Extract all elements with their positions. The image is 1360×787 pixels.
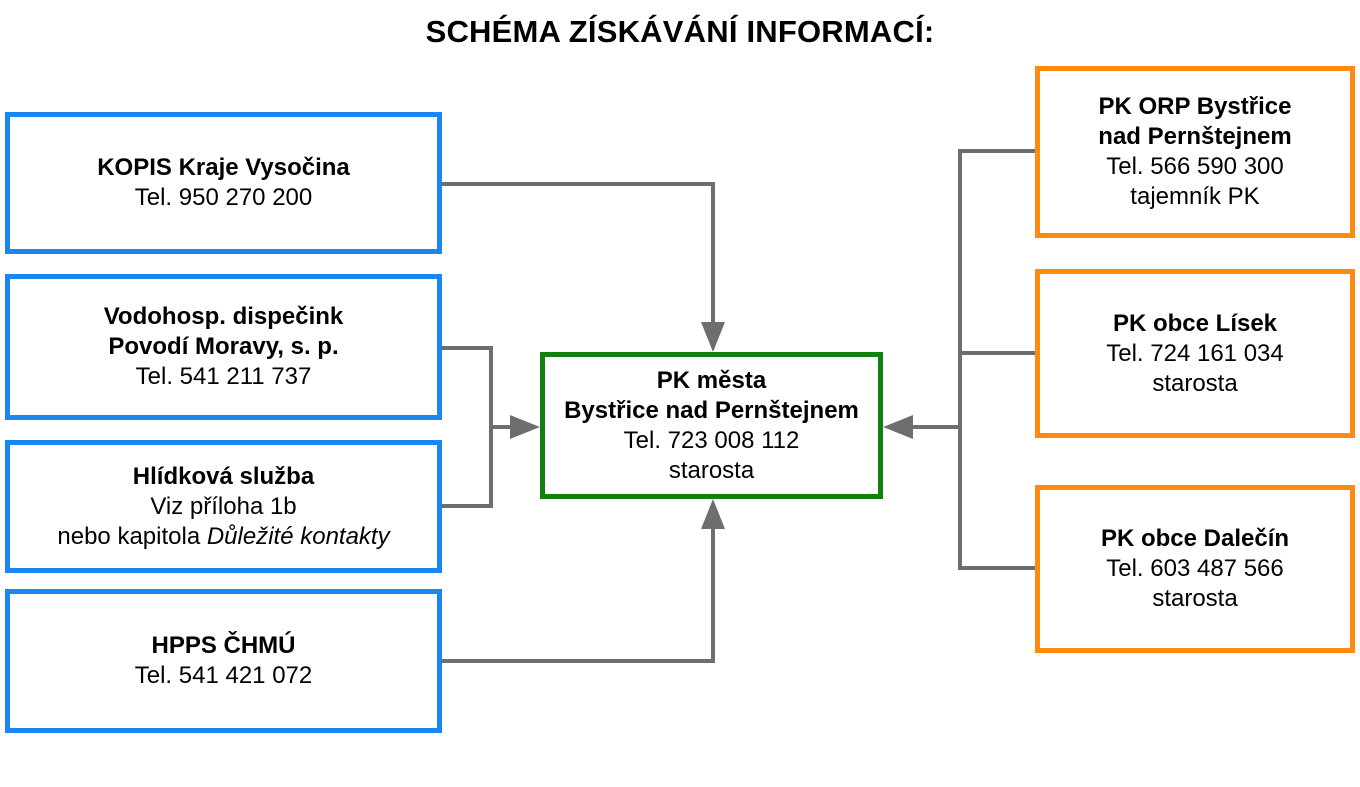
hpps-chmu-box: HPPS ČHMÚ Tel. 541 421 072	[5, 589, 442, 733]
hpps-name: HPPS ČHMÚ	[151, 632, 296, 659]
hlidkova-sluzba-box: Hlídková služba Viz příloha 1b nebo kapi…	[5, 440, 442, 573]
hlidka-chapter-prefix: nebo kapitola	[57, 522, 201, 550]
dalecin-role: starosta	[1152, 585, 1238, 612]
hlidka-attachment-ref: Viz příloha 1b	[150, 492, 297, 520]
center-name-line1: PK města	[656, 366, 767, 394]
hlidka-chapter-ref: nebo kapitola Důležité kontakty	[57, 522, 389, 552]
vodo-name-line2: Povodí Moravy, s. p.	[108, 333, 339, 360]
pk-mesta-bystrice-box: PK města Bystřice nad Pernštejnem Tel. 7…	[540, 352, 883, 499]
center-phone: Tel. 723 008 112	[623, 426, 800, 454]
arrowhead-up-into-center	[701, 499, 725, 529]
dalecin-phone: Tel. 603 487 566	[1106, 555, 1284, 582]
hlidka-chapter-name: Důležité kontakty	[206, 522, 390, 550]
orp-role: tajemník PK	[1130, 183, 1260, 210]
lisek-role: starosta	[1152, 369, 1238, 397]
vodo-name-line1: Vodohosp. dispečink	[103, 303, 344, 330]
pk-obce-dalecin-box: PK obce Dalečín Tel. 603 487 566 starost…	[1035, 485, 1355, 653]
center-role: starosta	[668, 456, 755, 484]
lisek-name: PK obce Lísek	[1112, 309, 1278, 337]
orp-phone: Tel. 566 590 300	[1106, 153, 1284, 180]
center-name-line2: Bystřice nad Pernštejnem	[564, 396, 859, 424]
vodohosp-dispecink-box: Vodohosp. dispečink Povodí Moravy, s. p.…	[5, 274, 442, 420]
connector-kopis-to-center	[442, 182, 715, 324]
pk-obce-lisek-box: PK obce Lísek Tel. 724 161 034 starosta	[1035, 269, 1355, 438]
arrowhead-right-into-center	[510, 415, 540, 439]
dalecin-name: PK obce Dalečín	[1100, 525, 1290, 552]
kopis-name: KOPIS Kraje Vysočina	[97, 154, 350, 181]
pk-orp-bystrice-box: PK ORP Bystřice nad Pernštejnem Tel. 566…	[1035, 66, 1355, 238]
hlidka-name: Hlídková služba	[132, 462, 315, 490]
connector-right-bracket	[958, 149, 1035, 570]
arrowhead-down-into-center	[701, 322, 725, 352]
connector-vodo-hlidka-bracket	[442, 346, 493, 508]
kopis-kraje-vysocina-box: KOPIS Kraje Vysočina Tel. 950 270 200	[5, 112, 442, 254]
arrowhead-left-into-center	[883, 415, 913, 439]
vodo-phone: Tel. 541 211 737	[135, 363, 312, 390]
diagram-title: SCHÉMA ZÍSKÁVÁNÍ INFORMACÍ:	[425, 14, 935, 49]
hpps-phone: Tel. 541 421 072	[134, 662, 313, 689]
kopis-phone: Tel. 950 270 200	[134, 184, 313, 211]
connector-hpps-to-center	[442, 527, 715, 663]
orp-name-line2: nad Pernštejnem	[1098, 123, 1292, 150]
lisek-phone: Tel. 724 161 034	[1106, 339, 1284, 367]
orp-name-line1: PK ORP Bystřice	[1098, 93, 1292, 120]
